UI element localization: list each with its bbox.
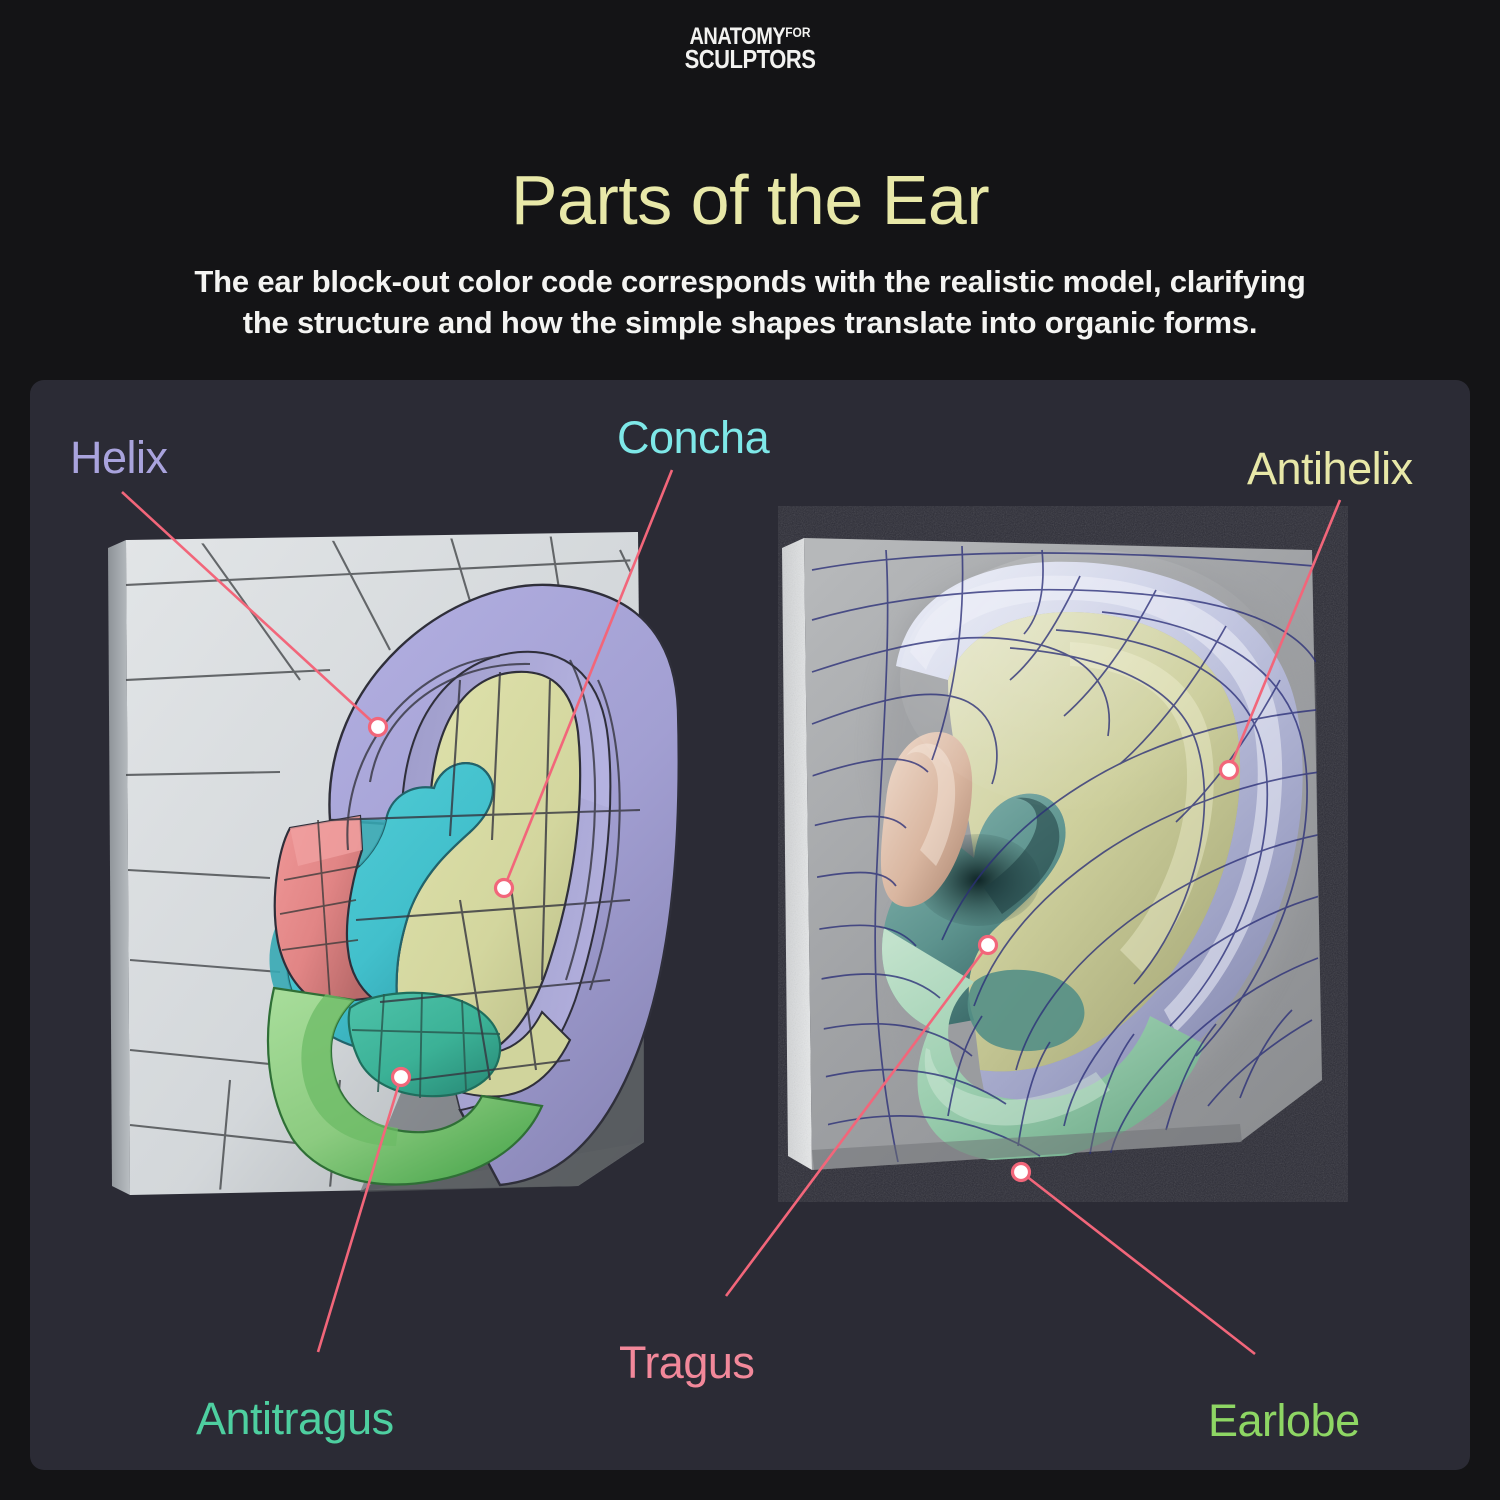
brand-sculptors-text: SCULPTORS xyxy=(684,44,816,75)
part-label-concha: Concha xyxy=(617,412,770,463)
part-label-helix: Helix xyxy=(70,432,168,483)
subtitle-line-1: The ear block-out color code corresponds… xyxy=(194,264,1306,299)
brand-line-1: ANATOMYFOR xyxy=(689,23,811,50)
page-subtitle: The ear block-out color code corresponds… xyxy=(120,262,1380,344)
realistic-tragus-hi xyxy=(906,743,956,866)
page-title: Parts of the Ear xyxy=(510,161,990,239)
subtitle-line-2: the structure and how the simple shapes … xyxy=(242,304,1258,340)
realistic-antitragus xyxy=(967,969,1085,1052)
ear-models-illustration xyxy=(108,532,1322,1195)
blockout-tragus-top xyxy=(290,816,362,866)
part-label-antihelix: Antihelix xyxy=(1247,443,1413,494)
part-label-tragus: Tragus xyxy=(619,1337,755,1388)
blockout-antitragus-wires xyxy=(351,991,501,1099)
diagram-panel xyxy=(30,380,1470,1470)
realistic-model xyxy=(782,538,1322,1170)
blockout-model xyxy=(108,532,680,1195)
brand-for-text: FOR xyxy=(785,23,811,41)
blockout-tragus-wires xyxy=(279,819,361,1001)
realistic-concha-shadow xyxy=(984,797,1060,914)
realistic-specular xyxy=(900,550,1280,810)
brand-logo: ANATOMYFOR SCULPTORS xyxy=(0,23,1500,75)
part-label-antitragus: Antitragus xyxy=(196,1393,394,1444)
part-label-earlobe: Earlobe xyxy=(1208,1395,1360,1446)
brand-anatomy-text: ANATOMY xyxy=(689,23,786,50)
